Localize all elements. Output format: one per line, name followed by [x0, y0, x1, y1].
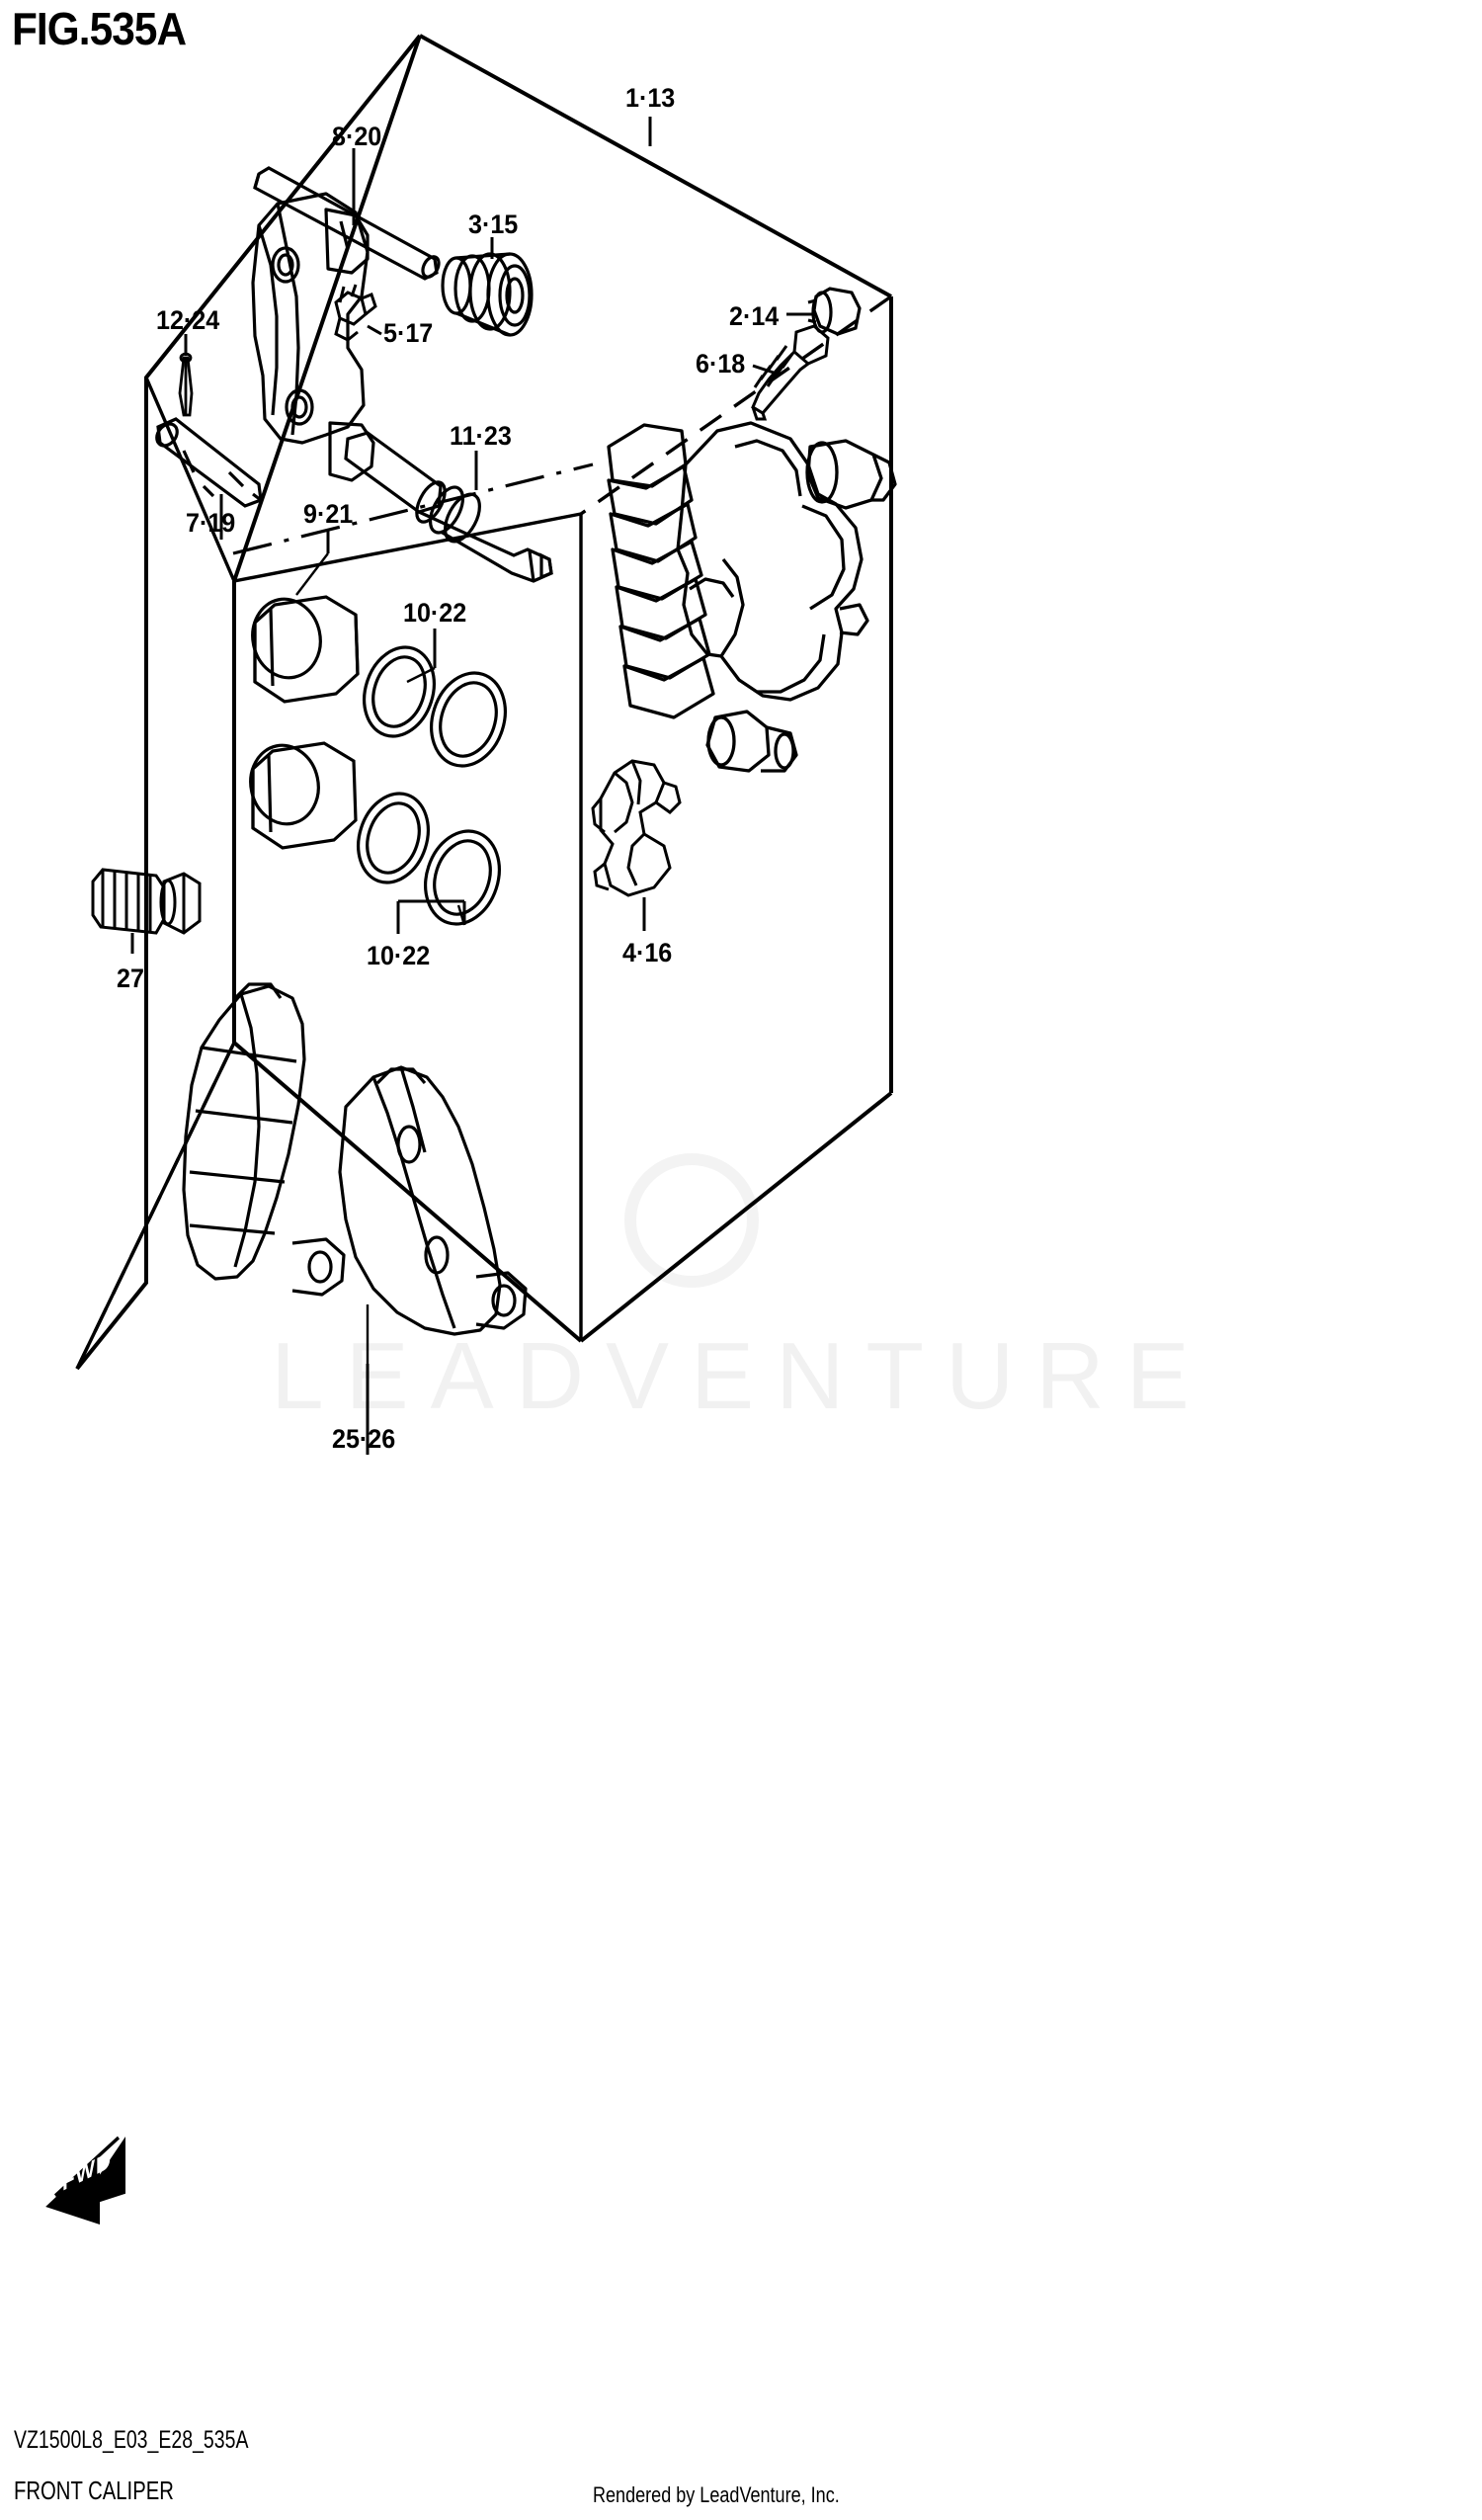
leader-lines: [130, 117, 812, 1455]
callout-10-22-lower: 10·22: [367, 941, 431, 970]
part-pad-spring: [591, 759, 682, 897]
watermark-text: LEADVENTURE: [271, 1323, 1211, 1429]
part-retainer-clip: [334, 284, 377, 342]
callout-9-21: 9·21: [303, 499, 354, 529]
callout-27: 27: [117, 964, 144, 993]
callout-2-14: 2·14: [729, 301, 780, 331]
part-piston-seal-4: [424, 829, 501, 926]
part-slide-pin-upper: [253, 166, 441, 281]
assembly-hexagon: [75, 34, 893, 1371]
part-pin-boot-upper: [441, 252, 534, 337]
part-caliper-bracket: [251, 192, 375, 482]
callout-12-24: 12·24: [156, 305, 220, 335]
callout-25-26: 25·26: [332, 1424, 396, 1454]
callout-6-18: 6·18: [696, 349, 746, 378]
callout-8-20: 8·20: [332, 122, 382, 151]
part-brake-pad-left: [182, 982, 346, 1297]
part-brake-pad-right: [338, 1065, 528, 1336]
part-piston-seal-1: [363, 645, 436, 738]
section-cut-line: [232, 462, 594, 555]
projection-lines: [295, 552, 466, 1364]
part-guide-pin-bolt: [344, 431, 553, 583]
part-caliper-body: [607, 421, 897, 773]
part-bleeder-valve: [751, 324, 830, 421]
part-slide-pin-lower: [155, 417, 263, 508]
part-mounting-bolt: [91, 868, 202, 935]
figure-code: VZ1500L8_E03_E28_535A: [14, 2426, 249, 2454]
callout-3-15: 3·15: [468, 210, 519, 239]
fwd-arrow-icon: [45, 2136, 125, 2226]
part-piston-seal-2: [430, 671, 507, 768]
callout-10-22-upper: 10·22: [403, 598, 467, 628]
watermark-mark: [624, 1153, 759, 1288]
callout-7-19: 7·19: [186, 508, 236, 538]
callout-4-16: 4·16: [622, 938, 673, 967]
part-cotter-pin: [178, 352, 194, 417]
page-title: FIG.535A: [12, 3, 187, 54]
part-piston-upper: [251, 595, 360, 704]
part-piston-seal-3: [357, 792, 430, 884]
callout-11-23: 11·23: [450, 421, 512, 451]
figure-name: FRONT CALIPER: [14, 2476, 174, 2505]
part-piston-lower: [249, 741, 358, 850]
callout-5-17: 5·17: [383, 318, 434, 348]
render-credit: Rendered by LeadVenture, Inc.: [593, 2482, 840, 2507]
callout-1-13: 1·13: [625, 83, 676, 113]
